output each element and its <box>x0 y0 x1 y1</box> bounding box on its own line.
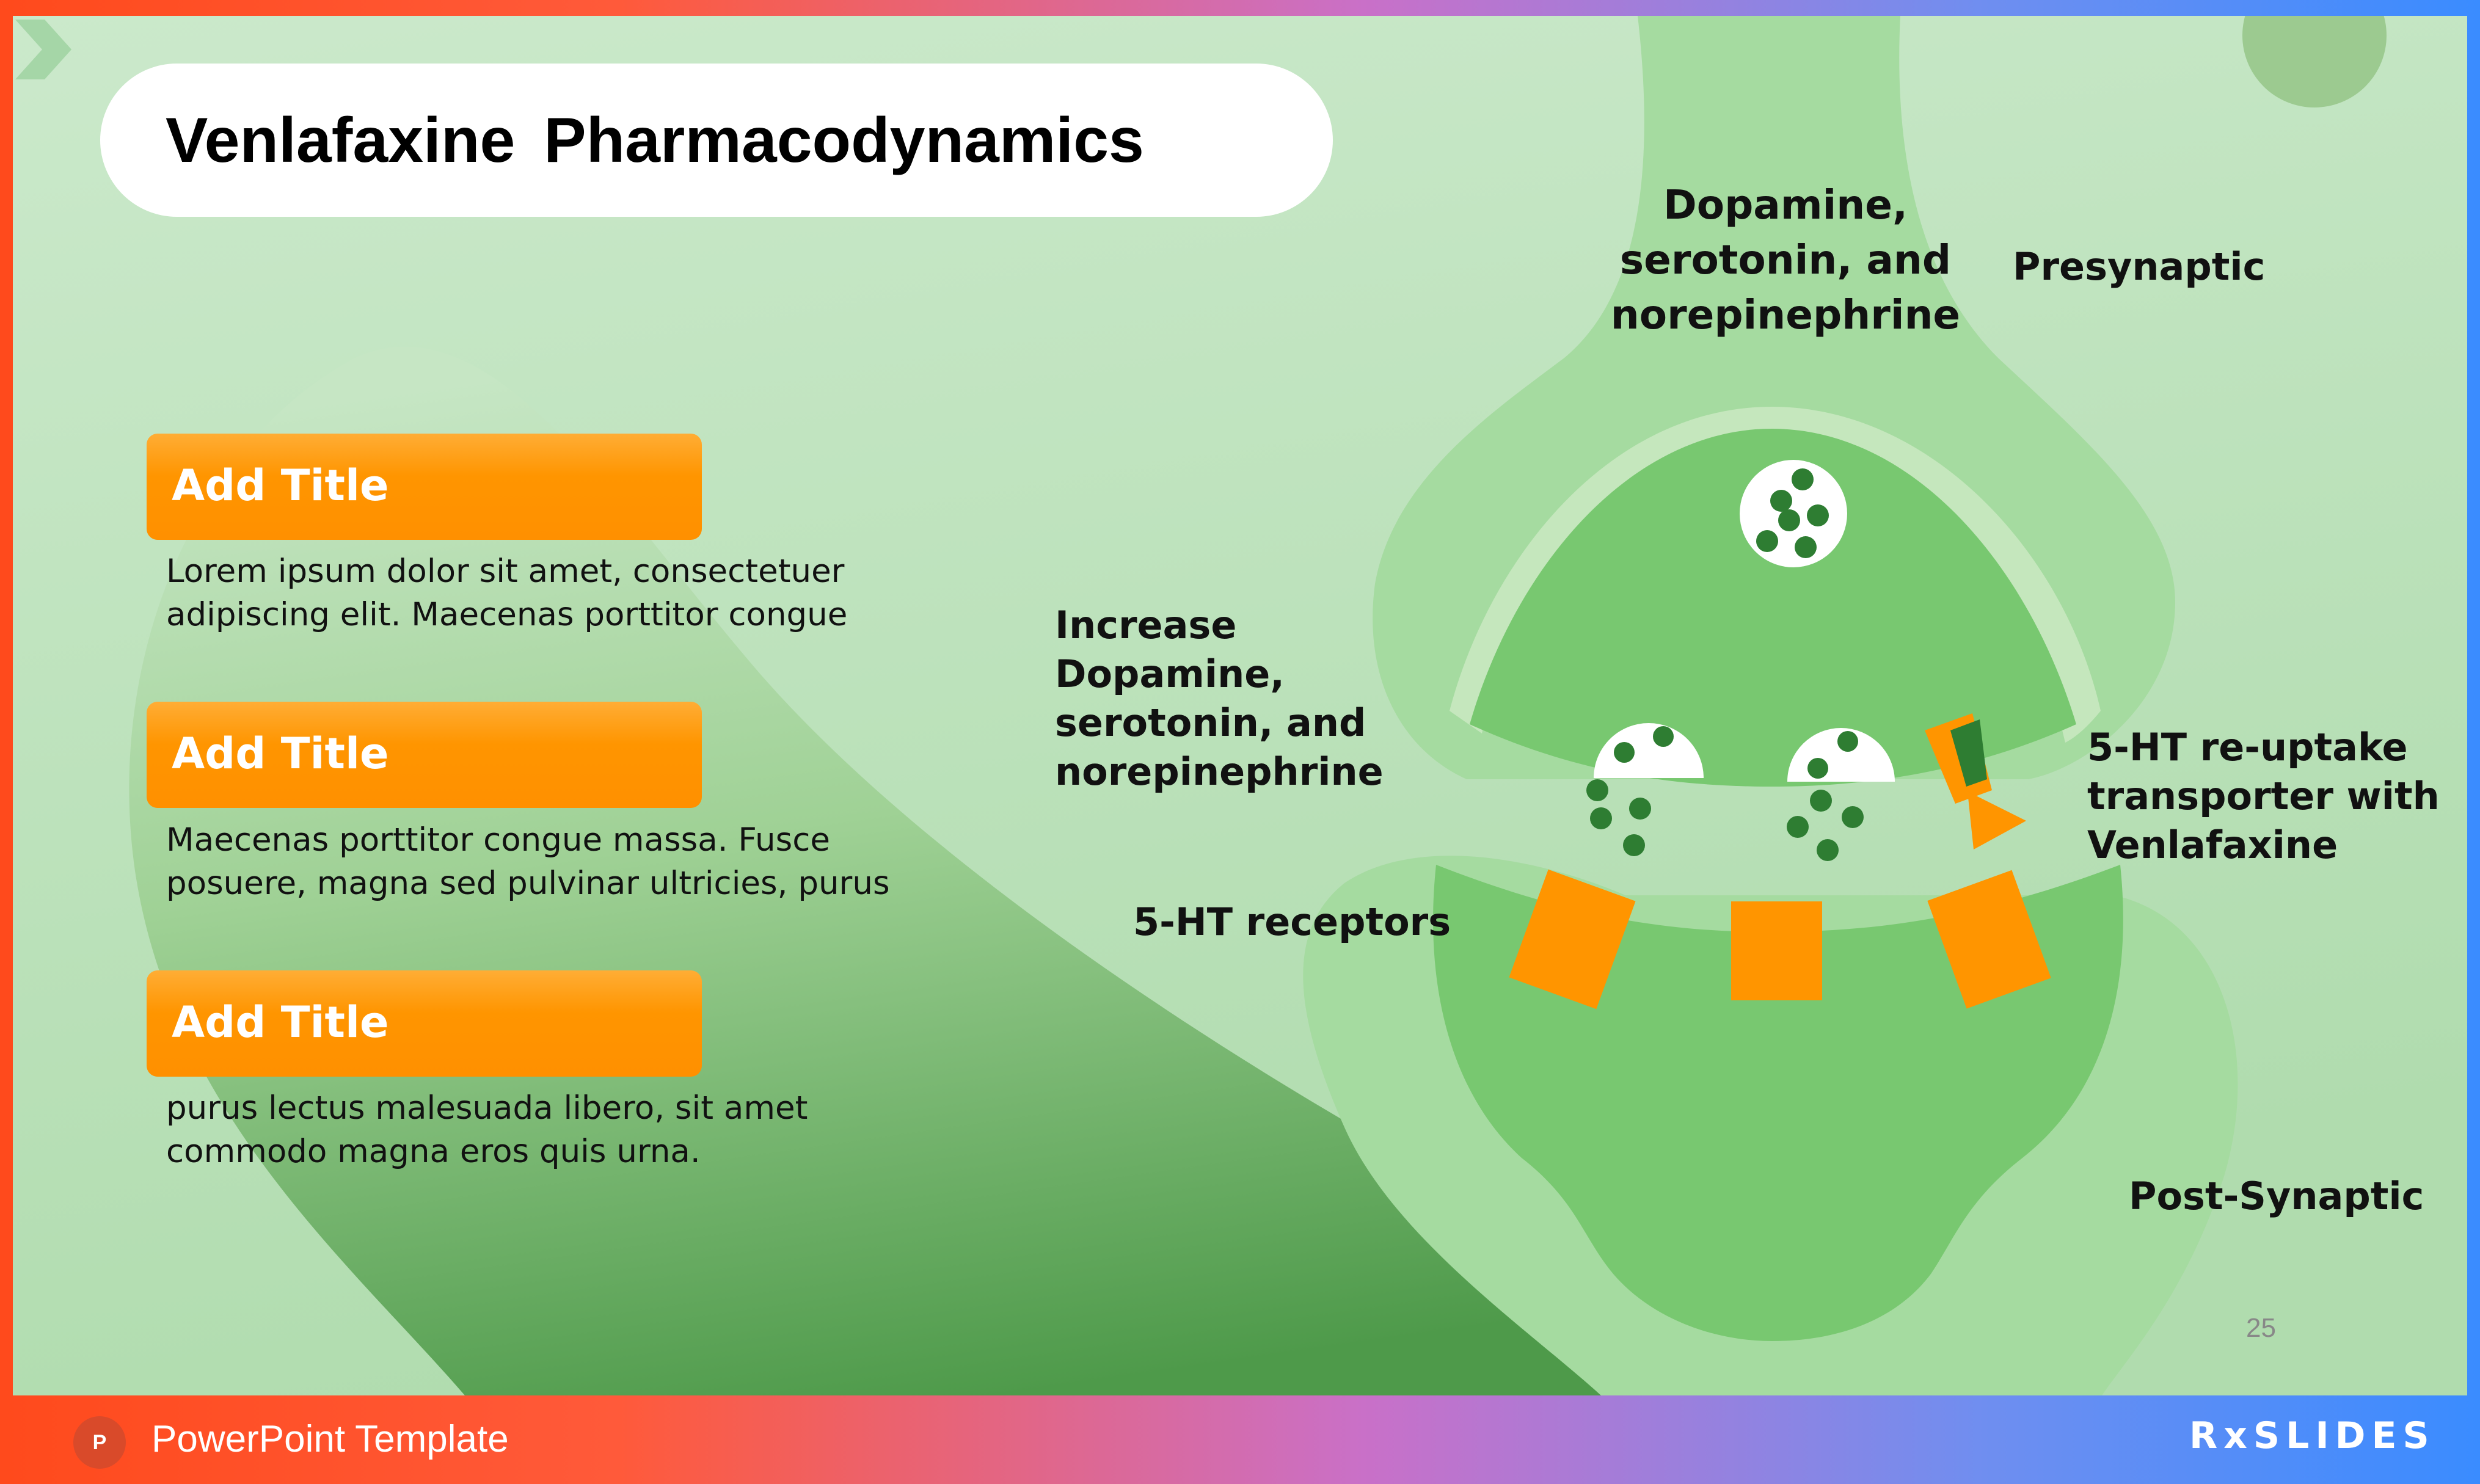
postsynaptic-terminal <box>1433 865 2123 1341</box>
presynaptic-membrane <box>1450 407 2101 743</box>
card-body-text-3: purus lectus malesuada libero, sit amet … <box>166 1089 808 1170</box>
label-neurotransmitters: Dopamine, serotonin, and norepinephrine <box>1610 181 1961 338</box>
card-title-label: Add Title <box>172 729 389 779</box>
vesicle-release-left <box>1594 723 1704 778</box>
powerpoint-icon: P <box>73 1416 126 1469</box>
decor-blob <box>129 346 1601 1395</box>
label-postsynaptic: Post-Synaptic <box>2129 1174 2424 1218</box>
chevron-right-icon <box>15 20 71 79</box>
label-5ht-receptors: 5-HT receptors <box>1133 900 1451 944</box>
label-presynaptic: Presynaptic <box>2013 244 2266 289</box>
page-number: 25 <box>2246 1313 2276 1343</box>
reuptake-transporter <box>1925 713 2026 849</box>
slide-canvas: Venlafaxine Pharmacodynamics Add Title L… <box>13 16 2467 1395</box>
card-body-text-2: Maecenas porttitor congue massa. Fusce p… <box>166 821 890 902</box>
presynaptic-terminal <box>1470 429 2076 787</box>
card-title-button-2[interactable]: Add Title <box>147 702 702 808</box>
background-diagram <box>13 16 2467 1395</box>
title-pill <box>100 64 1333 217</box>
receptor-right <box>1927 870 2051 1009</box>
slide-title: Venlafaxine Pharmacodynamics <box>166 105 1144 176</box>
card-title-button-3[interactable]: Add Title <box>147 970 702 1077</box>
footer-template-label: PowerPoint Template <box>151 1418 509 1460</box>
brand-logo: RxSLIDES <box>2189 1414 2435 1457</box>
label-increase: Increase Dopamine, serotonin, and norepi… <box>1055 603 1384 794</box>
receptor-left <box>1509 869 1636 1009</box>
card-title-label: Add Title <box>172 997 389 1047</box>
receptor-center <box>1731 901 1822 1000</box>
decor-circle <box>2242 16 2387 107</box>
card-title-button-1[interactable]: Add Title <box>147 434 702 540</box>
card-body-text-1: Lorem ipsum dolor sit amet, consectetuer… <box>166 553 848 633</box>
label-reuptake-transporter: 5-HT re-uptake transporter with Venlafax… <box>2087 725 2440 867</box>
card-title-label: Add Title <box>172 460 389 511</box>
